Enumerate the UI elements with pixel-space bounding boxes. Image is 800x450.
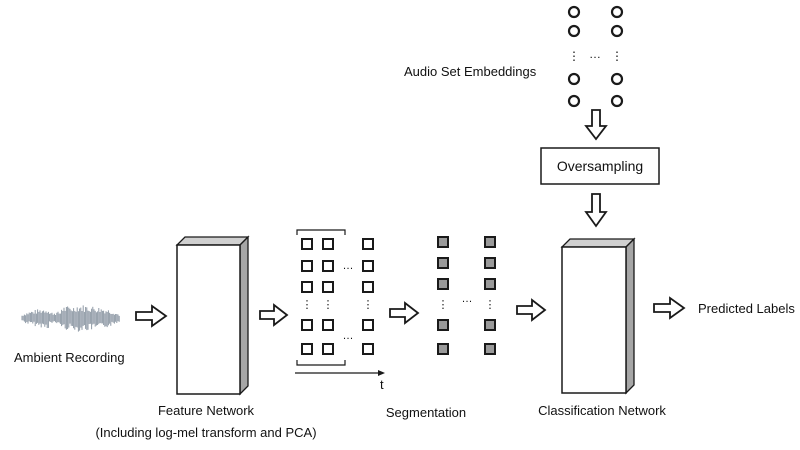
classification-network-front: [561, 246, 627, 394]
oversampling-label: Oversampling: [557, 158, 643, 174]
waveform-icon: [21, 305, 120, 332]
ambient-recording-label: Ambient Recording: [14, 350, 125, 365]
feature-square: [362, 281, 374, 293]
embedding-circle: [610, 5, 624, 19]
grid-vdots-3: ⋮: [363, 299, 374, 311]
feature-square: [322, 238, 334, 250]
embedding-hdots: …: [589, 47, 601, 61]
embedding-circle: [610, 94, 624, 108]
grid-hdots-top: …: [343, 260, 354, 272]
segment-vdots-right: ⋮: [485, 299, 496, 311]
oversampling-box: [540, 147, 660, 185]
feature-square: [322, 260, 334, 272]
time-axis-label: t: [380, 377, 384, 392]
feature-square: [362, 343, 374, 355]
segment-square: [437, 319, 449, 331]
audio-set-embeddings-label: Audio Set Embeddings: [404, 64, 537, 79]
embedding-vdots-left: ⋮: [568, 49, 580, 63]
embedding-circle: [567, 94, 581, 108]
classification-network-box: [560, 237, 636, 395]
feature-square: [322, 319, 334, 331]
feature-network-box: [175, 235, 250, 396]
arrow-segmentation-to-classification: [516, 298, 547, 322]
feature-square: [362, 319, 374, 331]
arrow-recording-to-feature: [135, 304, 168, 328]
feature-network-top: [175, 236, 250, 246]
feature-network-sublabel: (Including log-mel transform and PCA): [95, 425, 316, 440]
feature-network-side: [239, 235, 249, 396]
feature-square: [322, 343, 334, 355]
grid-top-bracket: [296, 229, 346, 235]
grid-hdots-bottom: …: [343, 330, 354, 342]
segment-square: [484, 343, 496, 355]
segment-square: [484, 236, 496, 248]
feature-grid: [301, 238, 374, 355]
segment-vdots-left: ⋮: [438, 299, 449, 311]
embedding-vdots-right: ⋮: [611, 49, 623, 63]
grid-vdots-1: ⋮: [302, 299, 313, 311]
feature-network-front: [176, 244, 241, 395]
segmentation-grid: [437, 236, 496, 355]
embedding-circle: [610, 72, 624, 86]
feature-square: [362, 260, 374, 272]
time-axis-arrowhead: [378, 370, 385, 376]
classification-network-top: [560, 238, 636, 248]
segment-square: [484, 278, 496, 290]
embedding-circle: [567, 5, 581, 19]
feature-square: [301, 260, 313, 272]
embedding-circle: [610, 24, 624, 38]
feature-square: [301, 343, 313, 355]
arrow-grid-to-segmentation: [389, 301, 420, 325]
feature-square: [301, 319, 313, 331]
predicted-labels-label: Predicted Labels: [698, 301, 795, 316]
classification-network-side: [625, 237, 635, 395]
embedding-circles: [567, 5, 624, 108]
feature-network-label: Feature Network: [158, 403, 255, 418]
segment-square: [437, 343, 449, 355]
arrow-classification-to-labels: [653, 296, 686, 320]
segment-square: [437, 236, 449, 248]
feature-square: [301, 281, 313, 293]
segment-square: [437, 257, 449, 269]
segment-square: [484, 257, 496, 269]
segment-hdots: …: [462, 293, 473, 305]
grid-vdots-2: ⋮: [323, 299, 334, 311]
segment-square: [484, 319, 496, 331]
embedding-circle: [567, 72, 581, 86]
feature-square: [301, 238, 313, 250]
feature-square: [322, 281, 334, 293]
embedding-circle: [567, 24, 581, 38]
segmentation-label: Segmentation: [386, 405, 466, 420]
classification-network-label: Classification Network: [538, 403, 666, 418]
arrow-embeddings-to-oversampling: [584, 109, 608, 141]
arrow-feature-to-grid: [259, 303, 289, 327]
segment-square: [437, 278, 449, 290]
feature-square: [362, 238, 374, 250]
grid-bottom-bracket: [296, 360, 346, 366]
arrow-oversampling-to-classification: [584, 193, 608, 228]
